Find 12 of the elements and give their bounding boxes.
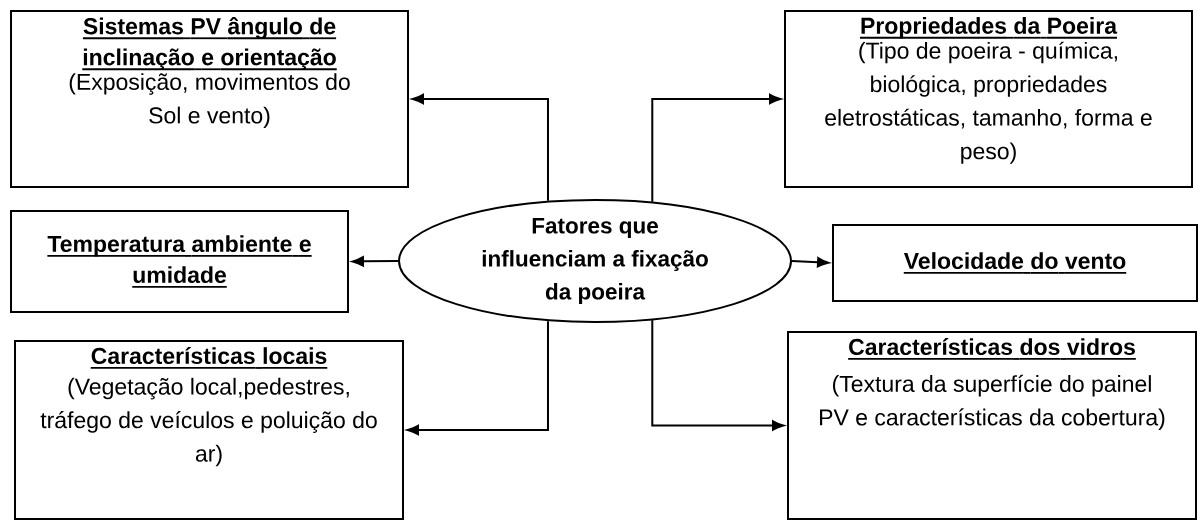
factor-box: Velocidade do vento <box>832 224 1198 302</box>
arrow <box>406 320 549 436</box>
arrow <box>651 93 782 203</box>
arrow <box>411 93 549 202</box>
factor-box: Características locais (Vegetação local,pedestres, tráfego de veículos e poluição do ar) <box>14 340 404 520</box>
factor-box: Sistemas PV ângulo de inclinação e orientação (Exposição, movimentos do Sol e vento) <box>10 10 409 188</box>
factor-box: Características dos vidros (Textura da superfície do painel PV e características da cobertura) <box>787 331 1197 520</box>
arrow <box>651 319 785 431</box>
arrow <box>791 257 830 268</box>
factor-box: Temperatura ambiente e umidade <box>10 210 349 313</box>
factor-box: Propriedades da Poeira (Tipo de poeira - química, biológica, propriedades eletrostáticas, tamanho, forma e peso) <box>784 10 1193 188</box>
arrow <box>351 256 399 267</box>
